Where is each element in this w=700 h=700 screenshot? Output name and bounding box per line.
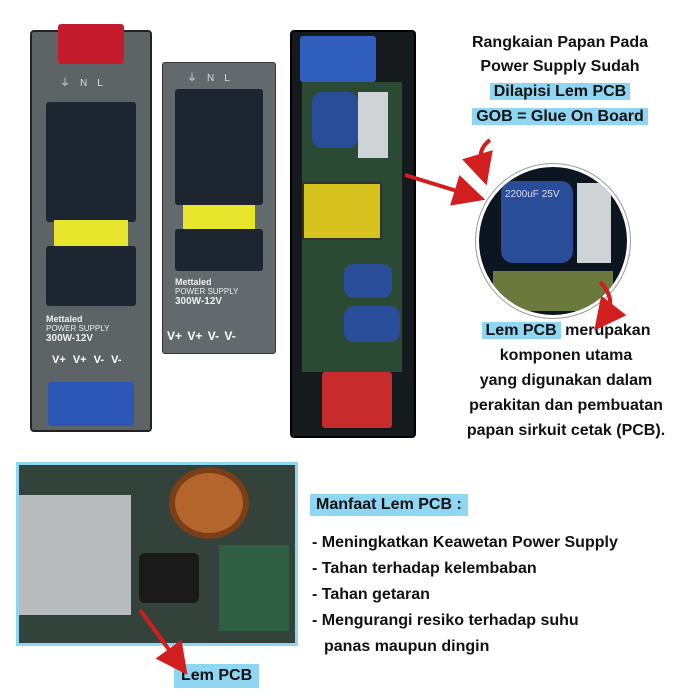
top-terminal-labels: ⏚NL bbox=[60, 78, 113, 89]
transformer bbox=[302, 182, 382, 240]
lid-brand: Mettaled bbox=[175, 277, 212, 287]
benefit-item: - Tahan terhadap kelembaban bbox=[312, 560, 537, 577]
description-line-5: papan sirkuit cetak (PCB). bbox=[466, 422, 666, 439]
pcb-closeup-photo bbox=[16, 462, 298, 646]
bottom-lem-label: Lem PCB bbox=[174, 664, 260, 688]
zoom-glue bbox=[493, 271, 613, 311]
vent-highlight bbox=[54, 220, 128, 246]
lid-terminal-labels: V+ V+ V- V- bbox=[167, 329, 236, 343]
heatsink bbox=[358, 92, 388, 158]
description-line-3: yang digunakan dalam bbox=[479, 372, 653, 389]
case-terminal-labels: V+ V+ V- V- bbox=[52, 354, 122, 366]
ac-terminal-block bbox=[58, 24, 124, 64]
capacitor-bottom bbox=[344, 306, 400, 342]
description-line-2: komponen utama bbox=[499, 347, 633, 364]
headline-highlight-2: GOB = Glue On Board bbox=[472, 108, 648, 125]
type-label: POWER SUPPLY bbox=[46, 324, 110, 333]
benefits-list: - Meningkatkan Keawetan Power Supply - T… bbox=[312, 530, 618, 660]
description-highlight: Lem PCB bbox=[481, 322, 561, 339]
zoom-capacitor: 2200uF 25V bbox=[501, 181, 573, 263]
photo-glue-blob bbox=[139, 553, 199, 603]
capacitor-top bbox=[312, 92, 358, 148]
headline-line-1: Rangkaian Papan Pada bbox=[471, 34, 649, 51]
power-supply-lid-image: ⏚NL Mettaled POWER SUPPLY 300W-12V V+ V+… bbox=[162, 62, 276, 354]
capacitor-middle bbox=[344, 264, 392, 298]
dc-terminal-block bbox=[48, 382, 134, 426]
lid-type: POWER SUPPLY bbox=[175, 287, 239, 296]
benefit-item: - Meningkatkan Keawetan Power Supply bbox=[312, 534, 618, 551]
arrow-photo-to-label bbox=[138, 608, 188, 675]
case-label: Mettaled POWER SUPPLY 300W-12V bbox=[46, 314, 134, 344]
lid-terminal-labels-top: ⏚NL bbox=[187, 73, 240, 84]
photo-connector bbox=[19, 495, 131, 615]
vent-grille-bottom bbox=[46, 246, 136, 306]
lid-label: Mettaled POWER SUPPLY 300W-12V bbox=[175, 277, 265, 307]
lid-vent-highlight bbox=[183, 205, 255, 229]
description-line-4: perakitan dan pembuatan bbox=[469, 397, 663, 414]
headline-line-4: GOB = Glue On Board bbox=[424, 108, 696, 126]
arrow-headline-to-zoom bbox=[462, 138, 493, 186]
lid-vent-bottom bbox=[175, 229, 263, 271]
pcb-terminal-bottom bbox=[322, 372, 392, 428]
benefit-item: - Tahan getaran bbox=[312, 586, 430, 603]
zoom-detail-image: 2200uF 25V bbox=[476, 164, 630, 318]
lid-vent-top bbox=[175, 89, 263, 205]
photo-board-area bbox=[219, 545, 289, 631]
arrow-pcb-to-zoom bbox=[404, 173, 486, 206]
lid-model: 300W-12V bbox=[175, 296, 223, 307]
pcb-board-image bbox=[290, 30, 416, 438]
benefit-item: - Mengurangi resiko terhadap suhu bbox=[312, 612, 579, 629]
headline-line-2: Power Supply Sudah bbox=[480, 58, 640, 75]
power-supply-case-image: ⏚NL Mettaled POWER SUPPLY 300W-12V V+ V+… bbox=[30, 24, 152, 432]
description-block: Lem PCB merupakan komponen utama yang di… bbox=[437, 318, 695, 443]
headline-highlight-1: Dilapisi Lem PCB bbox=[489, 83, 631, 100]
benefit-item-continuation: panas maupun dingin bbox=[324, 638, 490, 655]
headline-line-3: Dilapisi Lem PCB bbox=[424, 83, 696, 101]
photo-inductor bbox=[169, 467, 249, 539]
model-label: 300W-12V bbox=[46, 333, 94, 344]
zoom-capacitor-label: 2200uF 25V bbox=[505, 189, 560, 200]
pcb-terminal-top bbox=[300, 36, 376, 82]
vent-grille-top bbox=[46, 102, 136, 222]
zoom-heatsink bbox=[577, 183, 611, 263]
benefits-title: Manfaat Lem PCB : bbox=[310, 494, 468, 516]
arrow-zoom-to-description bbox=[594, 280, 627, 331]
brand-label: Mettaled bbox=[46, 314, 83, 324]
